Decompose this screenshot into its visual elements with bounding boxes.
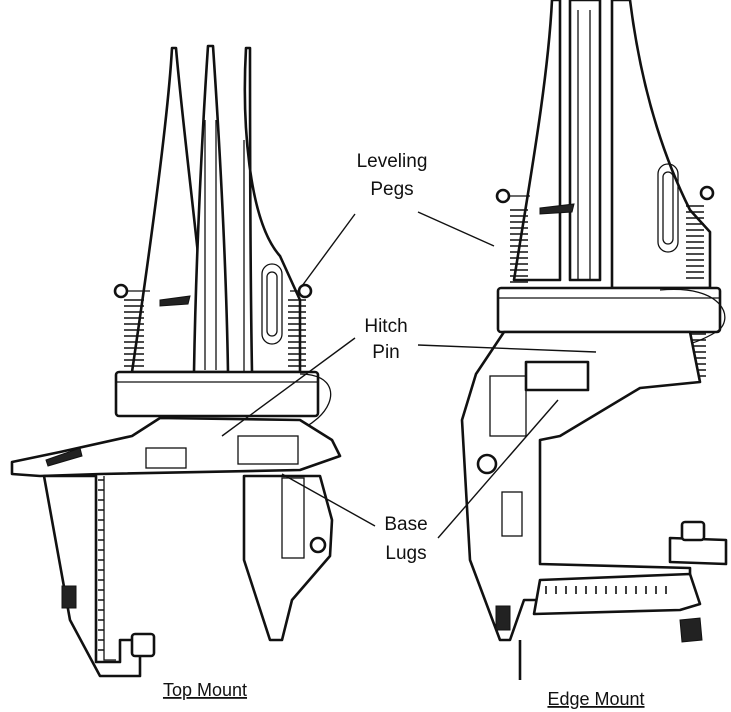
leveling-peg-edge-right bbox=[699, 185, 715, 201]
leader-leveling-left bbox=[301, 213, 356, 287]
label-base-lugs-line2: Lugs bbox=[385, 543, 426, 564]
caption-top-mount: Top Mount bbox=[163, 680, 247, 700]
leader-hitch-right bbox=[417, 344, 597, 353]
clamp-jaw-edge bbox=[532, 572, 702, 616]
leveling-peg-left bbox=[113, 283, 191, 307]
label-plate-edge bbox=[501, 491, 523, 537]
clamp-top-plate bbox=[10, 416, 342, 478]
spring-edge-left bbox=[510, 209, 528, 283]
callout-lines bbox=[221, 211, 597, 539]
level-slot bbox=[261, 263, 283, 345]
base-block-edge bbox=[496, 286, 722, 334]
leader-leveling-right bbox=[417, 211, 495, 247]
caption-edge-mount: Edge Mount bbox=[547, 689, 644, 709]
spring-right bbox=[288, 299, 306, 367]
spikes bbox=[130, 44, 302, 374]
leveling-peg-edge-left bbox=[495, 188, 575, 215]
label-base-lugs-line1: Base bbox=[384, 514, 427, 535]
leader-lugs-right bbox=[437, 399, 559, 539]
label-hitch-line1: Hitch bbox=[364, 316, 407, 337]
label-hitch-line2: Pin bbox=[372, 342, 399, 363]
spikes-edge bbox=[512, 0, 712, 290]
leveling-peg-right bbox=[290, 283, 313, 299]
base-lug-edge bbox=[524, 360, 590, 392]
warning-plate bbox=[237, 435, 299, 465]
label-plate-small bbox=[145, 447, 187, 469]
top-mount-drawing bbox=[10, 44, 342, 678]
base-lug-top bbox=[281, 477, 305, 559]
edge-mount-drawing bbox=[460, 0, 728, 680]
spring-edge-right bbox=[686, 205, 704, 279]
thumb-screw bbox=[130, 632, 156, 658]
spring-left bbox=[124, 299, 144, 367]
base-block bbox=[114, 370, 320, 418]
warning-plate-edge bbox=[489, 375, 527, 437]
level-slot-edge bbox=[657, 163, 679, 253]
clamp-jaw-left bbox=[42, 474, 142, 678]
label-leveling-line1: Leveling bbox=[357, 151, 428, 172]
label-leveling-line2: Pegs bbox=[370, 179, 413, 200]
leader-hitch-left bbox=[221, 337, 356, 437]
clamp-screw-edge bbox=[668, 536, 728, 566]
leader-lugs-left bbox=[281, 473, 376, 527]
